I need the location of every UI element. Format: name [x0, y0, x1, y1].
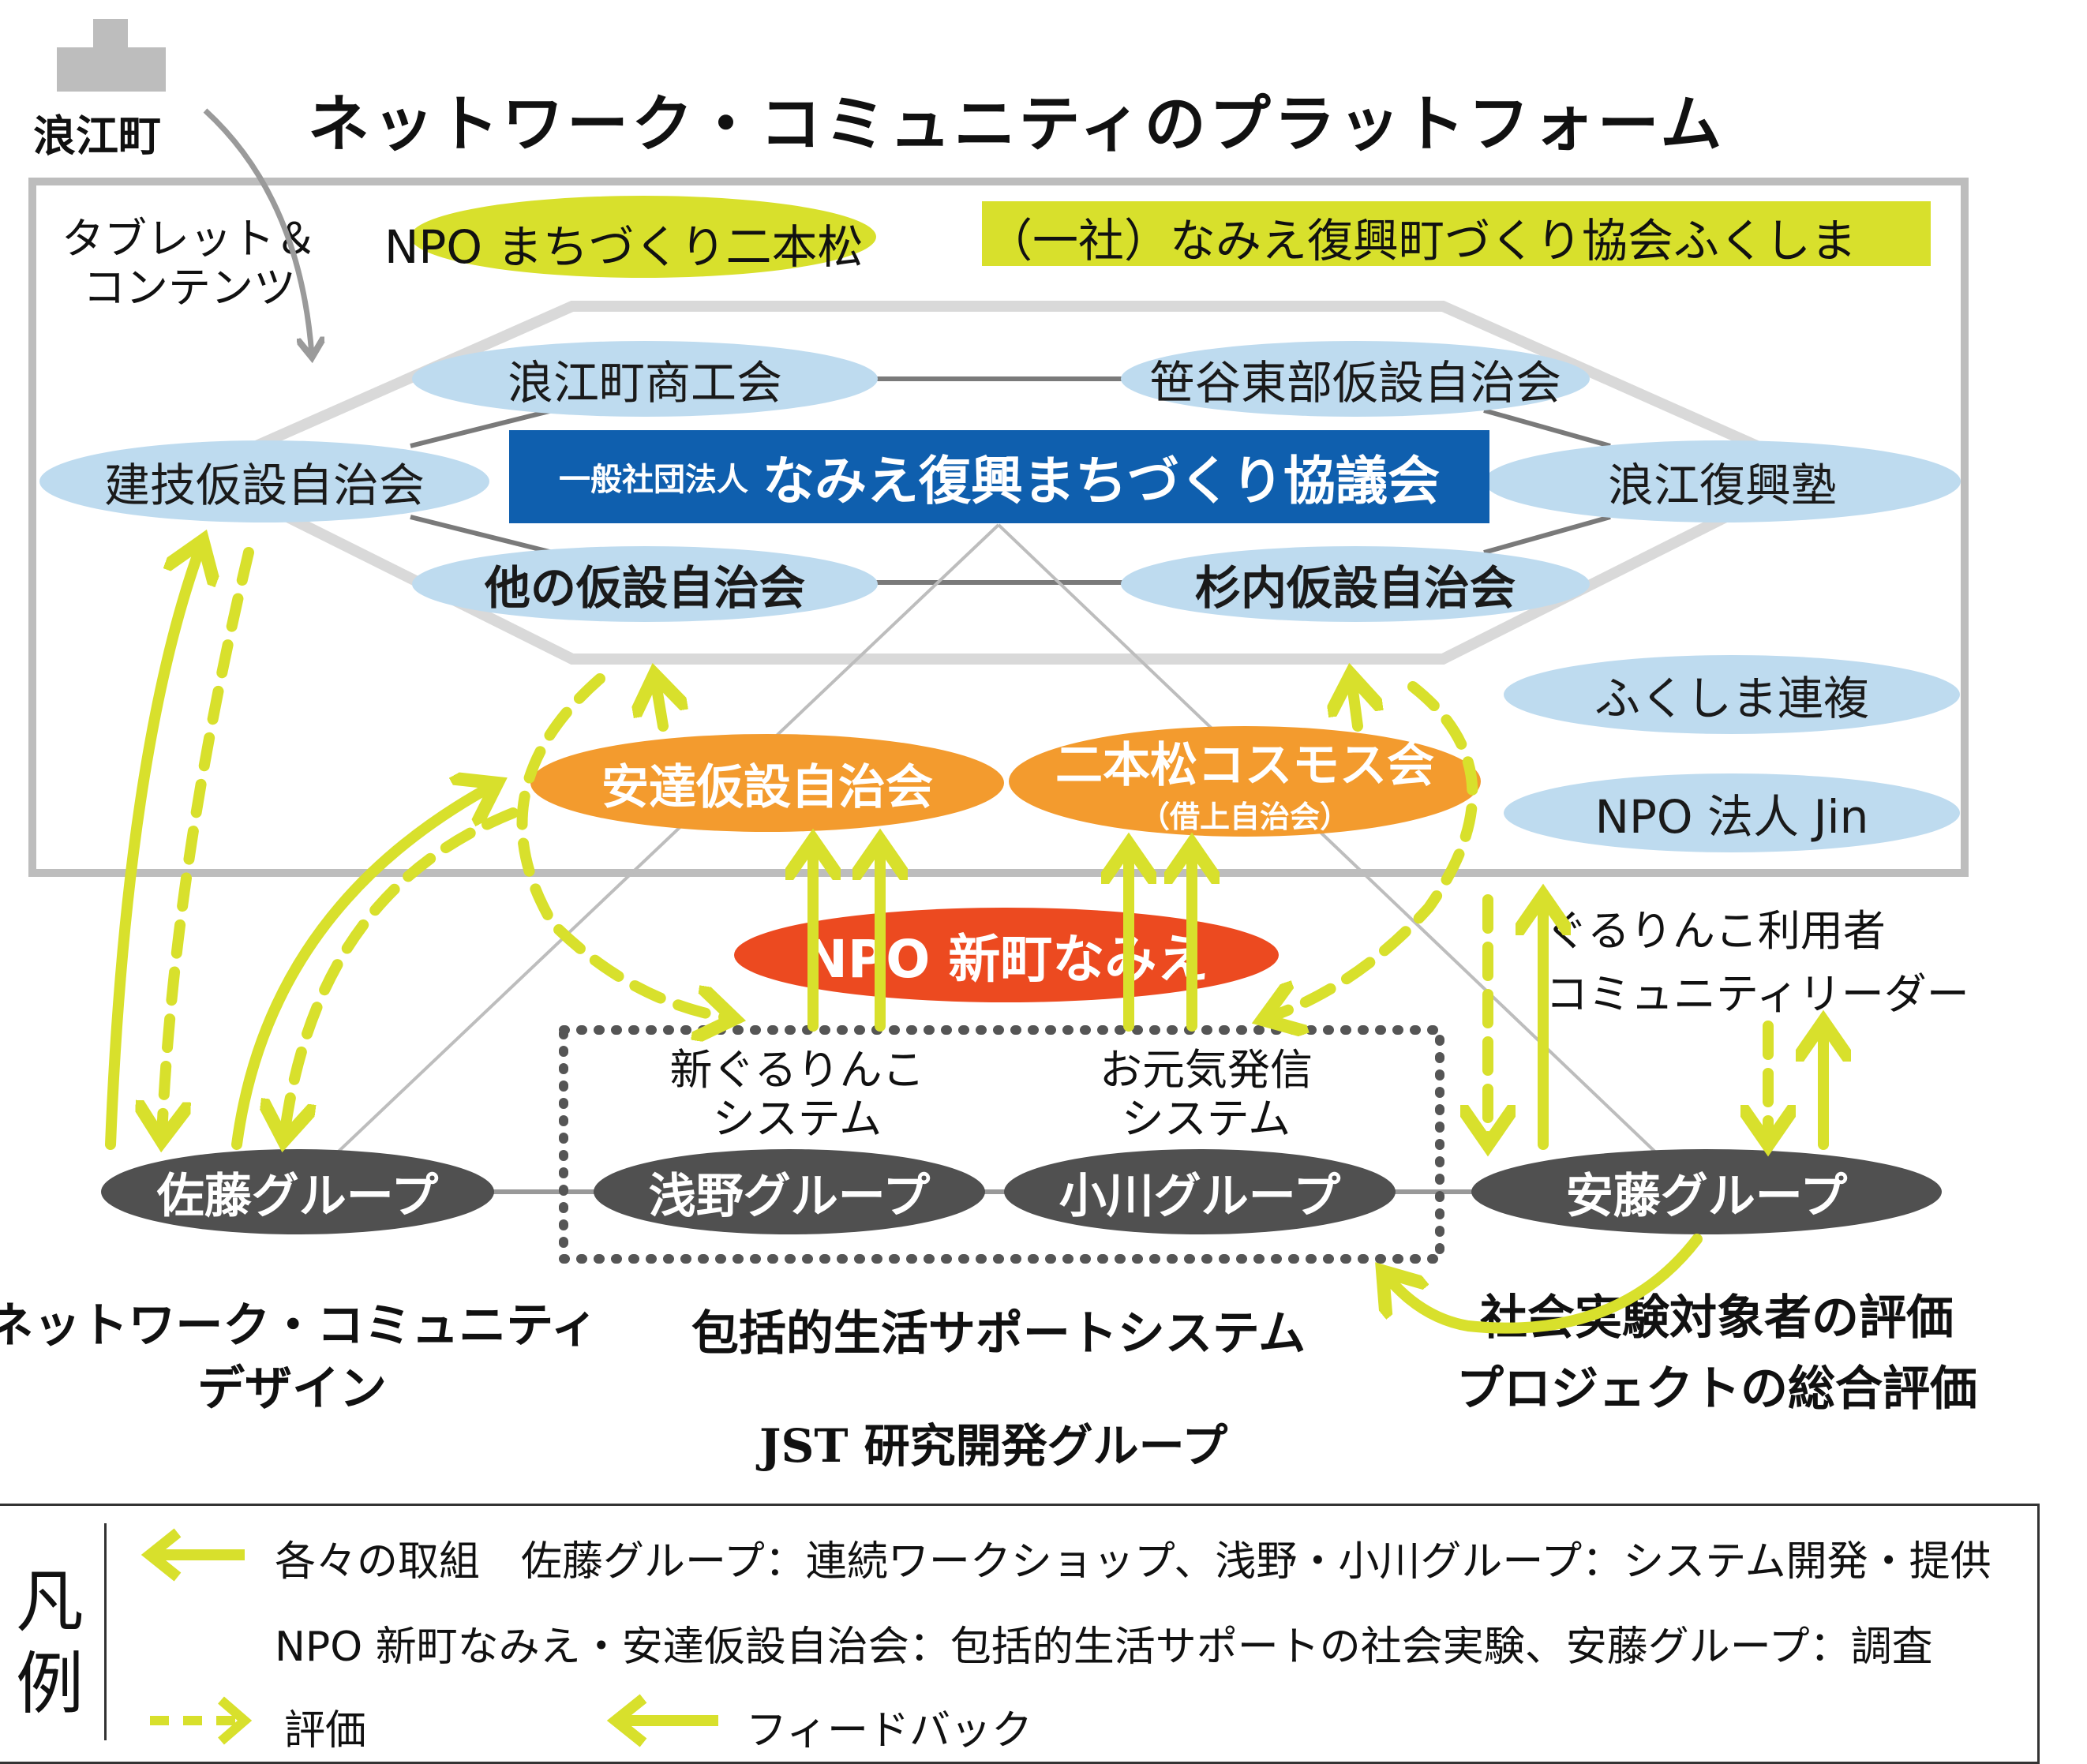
- node-kengi: 建技仮設自治会: [39, 440, 489, 522]
- node-sasaya: 笹谷東部仮設自治会: [1121, 341, 1590, 417]
- association-fukushima-band: [982, 201, 1931, 266]
- center-council-box: 一般社団法人 なみえ復興まちづくり協議会: [509, 430, 1489, 523]
- node-asano-group: 浅野グループ: [594, 1149, 985, 1234]
- gururinko-system-label: 新ぐるりんこ システム: [669, 1045, 925, 1144]
- node-sato-group: 佐藤グループ: [101, 1149, 494, 1234]
- ogenki-system-label: お元気発信 システム: [1100, 1045, 1313, 1144]
- center-council-prefix: 一般社団法人: [559, 462, 748, 498]
- network-design-label: ネットワーク・コミュニティ デザイン: [0, 1298, 598, 1417]
- town-tablet-arrow: [203, 108, 312, 355]
- node-sugiuchi: 杉内仮設自治会: [1121, 546, 1590, 622]
- town-label: 浪江町: [33, 111, 161, 161]
- node-other-kasetsu: 他の仮設自治会: [412, 546, 878, 622]
- sato-to-adachi-arrow: [231, 785, 493, 1150]
- legend-line-2: NPO 新町なみえ・安達仮設自治会：包括的生活サポートの社会実験、安藤グループ：…: [275, 1624, 1933, 1671]
- building-icon: [57, 19, 166, 92]
- legend-dashed-arrow-icon: [150, 1696, 253, 1745]
- legend-feedback-arrow-icon: [606, 1694, 718, 1747]
- node-ando-group: 安藤グループ: [1471, 1149, 1942, 1234]
- legend-line-1: 各々の取組 佐藤グループ：連続ワークショップ、浅野・小川グループ：システム開発・…: [275, 1538, 1991, 1586]
- node-fukkojuku: 浪江復興塾: [1484, 440, 1961, 522]
- sato-to-kengi-arrow: [105, 545, 201, 1150]
- kengi-to-sato-eval-arrow: [162, 547, 254, 1137]
- cosmos-eval-arrow: [1267, 681, 1478, 1018]
- node-ogawa-group: 小川グループ: [1004, 1149, 1396, 1234]
- adachi-to-sato-eval-arrow: [284, 807, 519, 1137]
- node-adachi-label: 安達仮設自治会: [601, 759, 933, 815]
- page-title: ネットワーク・コミュニティのプラットフォーム: [308, 89, 1725, 160]
- evaluation-label: 社会実験対象者の評価 プロジェクトの総合評価: [1456, 1290, 1977, 1417]
- node-fukushima-renpuku: ふくしま連複: [1504, 655, 1960, 734]
- association-fukushima-label: （一社）なみえ復興町づくり協会ふくしま: [987, 214, 1857, 268]
- system-dotted-box: [559, 1025, 1444, 1264]
- npo-nihonmatsu-highlight: [410, 196, 876, 278]
- legend-evaluation-label: 評価: [284, 1707, 367, 1755]
- legend-title: 凡 例: [16, 1563, 84, 1724]
- tablet-contents-label: タブレット＆ コンテンツ: [62, 214, 317, 313]
- jst-group-label: JST 研究開発グループ: [759, 1419, 1228, 1473]
- life-support-label: 包括的生活サポートシステム: [691, 1306, 1306, 1361]
- legend-solid-arrow-icon: [141, 1528, 245, 1582]
- platform-frame: [28, 178, 1969, 877]
- asano-eval-arrow: [516, 673, 730, 1018]
- node-adachi: 安達仮設自治会: [530, 734, 1004, 832]
- npo-nihonmatsu-label: NPO まちづくり二本松: [384, 220, 864, 274]
- node-cosmos-label: 二本松コスモス会: [1055, 738, 1434, 793]
- node-npo-jin: NPO 法人 Jin: [1504, 773, 1960, 852]
- center-council-name: なみえ復興まちづくり協議会: [762, 451, 1440, 511]
- legend-divider: [104, 1523, 107, 1740]
- legend-feedback-label: フィードバック: [746, 1707, 1032, 1755]
- adachi-to-hexagon-arrow: [655, 679, 663, 732]
- gururinko-leader-label: ぐるりんこ利用者 コミュニティリーダー: [1546, 906, 1969, 1019]
- node-cosmos-sublabel: （借上自治会）: [1139, 800, 1350, 834]
- node-cosmos: 二本松コスモス会 （借上自治会）: [1009, 726, 1481, 837]
- node-shokokai: 浪江町商工会: [412, 341, 878, 417]
- ando-feedback-arrow: [1385, 1234, 1703, 1334]
- cosmos-to-hexagon-arrow: [1351, 679, 1358, 732]
